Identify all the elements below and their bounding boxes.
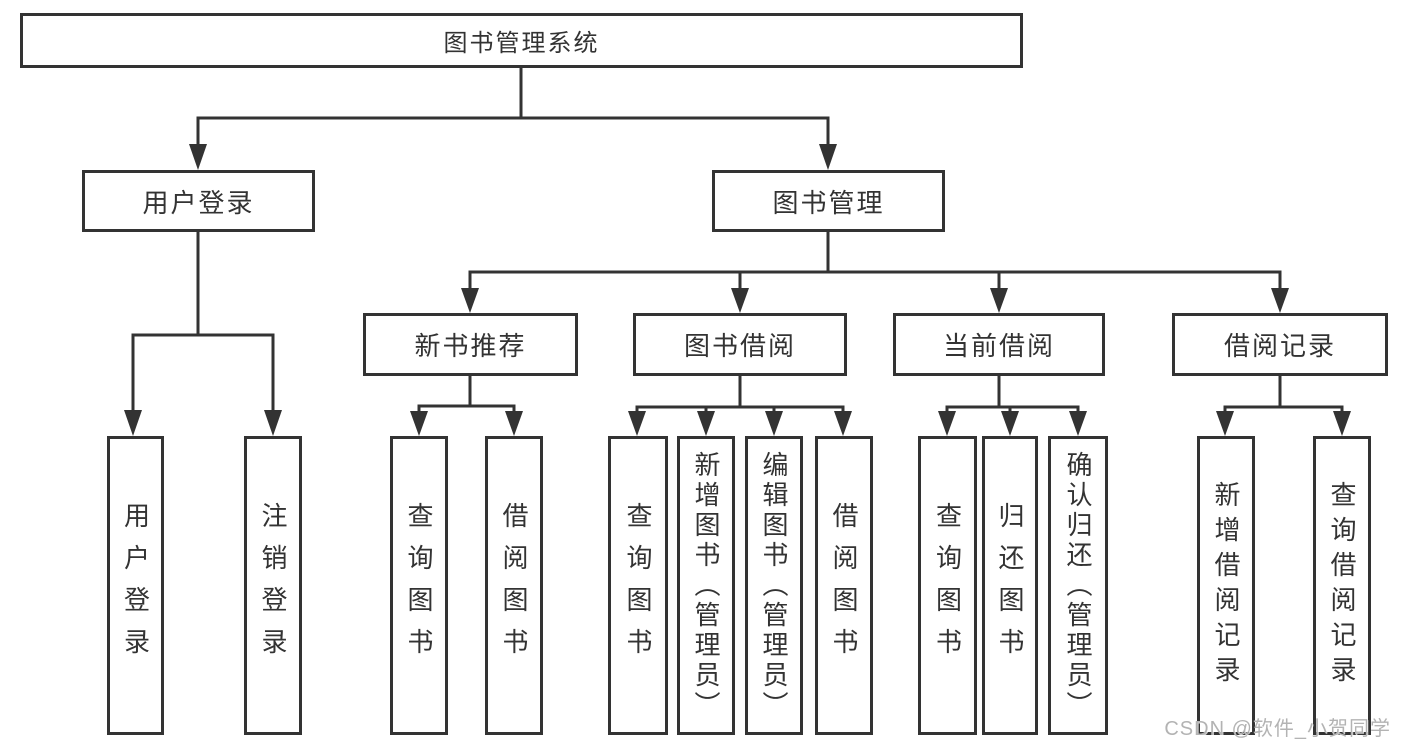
connector-book-mgmt-to-level3 [461, 232, 1289, 313]
node-leaf-user-login-label: 用户登录 [120, 501, 151, 670]
node-leaf-current-query-label: 查询图书 [932, 501, 963, 670]
node-leaf-borrow-edit-label: 编辑图书（管理员） [759, 450, 789, 721]
node-book-mgmt-label: 图书管理 [772, 187, 885, 218]
node-leaf-borrow-book: 借阅图书 [815, 436, 873, 735]
node-leaf-newbook-query-label: 查询图书 [404, 501, 434, 670]
node-leaf-borrow-book-label: 借阅图书 [829, 501, 859, 670]
node-leaf-newbook-query: 查询图书 [390, 436, 448, 735]
node-current-borrow-label: 当前借阅 [942, 331, 1055, 361]
node-root-label: 图书管理系统 [443, 30, 600, 57]
node-book-mgmt: 图书管理 [712, 170, 945, 232]
connector-borrow-record-to-children [1216, 376, 1351, 436]
node-leaf-return-book-label: 归还图书 [995, 501, 1025, 670]
node-book-borrow-label: 图书借阅 [683, 331, 796, 361]
node-leaf-logout: 注销登录 [244, 436, 302, 735]
node-book-borrow: 图书借阅 [633, 313, 847, 376]
node-leaf-borrow-edit: 编辑图书（管理员） [745, 436, 803, 735]
node-new-book: 新书推荐 [363, 313, 578, 376]
node-user-login: 用户登录 [82, 170, 315, 232]
node-borrow-record-label: 借阅记录 [1223, 331, 1336, 361]
node-leaf-user-login: 用户登录 [107, 436, 164, 735]
node-user-login-label: 用户登录 [142, 187, 255, 218]
node-leaf-return-book: 归还图书 [982, 436, 1038, 735]
node-leaf-newbook-borrow-label: 借阅图书 [499, 501, 529, 670]
node-leaf-borrow-query: 查询图书 [608, 436, 668, 735]
node-leaf-confirm-return: 确认归还（管理员） [1048, 436, 1108, 735]
node-new-book-label: 新书推荐 [414, 331, 527, 361]
node-leaf-borrow-add-label: 新增图书（管理员） [691, 450, 721, 721]
csdn-watermark: CSDN @软件_小贺同学 [1164, 718, 1391, 740]
node-leaf-borrow-add: 新增图书（管理员） [677, 436, 735, 735]
connector-root-to-level2 [189, 68, 837, 170]
node-leaf-newbook-borrow: 借阅图书 [485, 436, 543, 735]
node-leaf-confirm-return-label: 确认归还（管理员） [1063, 450, 1093, 721]
node-leaf-record-add-label: 新增借阅记录 [1211, 480, 1241, 691]
node-leaf-borrow-query-label: 查询图书 [623, 501, 653, 670]
node-current-borrow: 当前借阅 [893, 313, 1105, 376]
connector-new-book-to-children [410, 376, 523, 436]
node-root: 图书管理系统 [20, 13, 1023, 68]
node-borrow-record: 借阅记录 [1172, 313, 1388, 376]
node-leaf-logout-label: 注销登录 [258, 501, 288, 670]
connector-book-borrow-to-children [628, 376, 852, 436]
node-leaf-record-query: 查询借阅记录 [1313, 436, 1371, 735]
node-leaf-current-query: 查询图书 [918, 436, 977, 735]
node-leaf-record-add: 新增借阅记录 [1197, 436, 1255, 735]
connector-user-login-to-children [124, 232, 282, 436]
node-leaf-record-query-label: 查询借阅记录 [1327, 480, 1357, 691]
connector-current-borrow-to-children [938, 376, 1087, 436]
